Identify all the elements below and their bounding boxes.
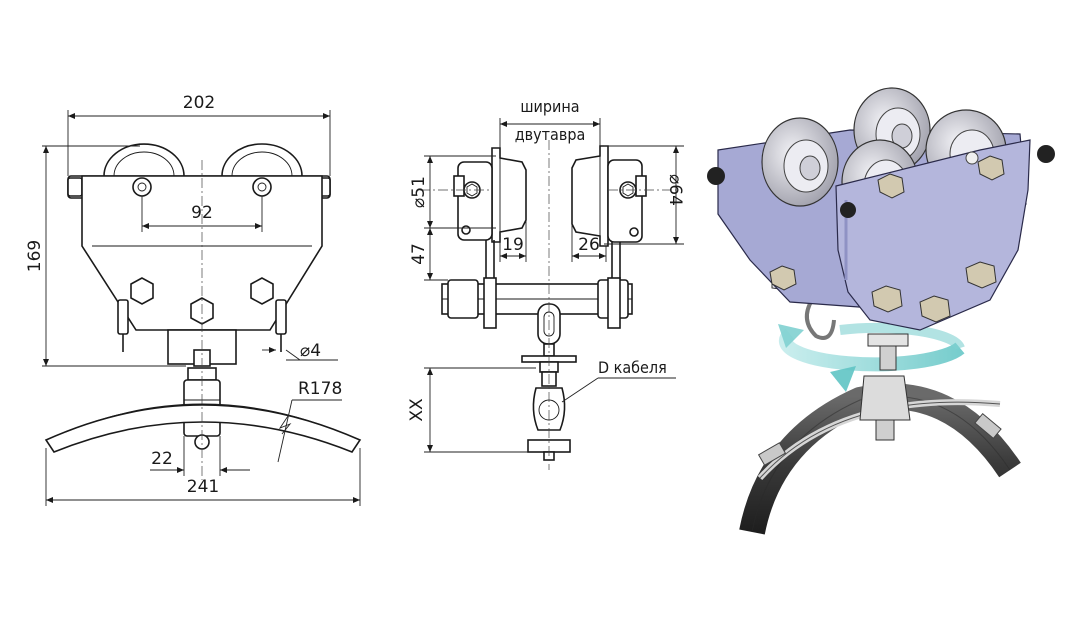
front-view: 202 169 92 ⌀4 R178 [25,93,362,506]
side-plate-left [453,161,493,241]
dim-169-label: 169 [25,240,45,272]
dim-pin-diameter-label: ⌀4 [300,341,321,361]
dim-beam-width-line2: двутавра [515,125,586,144]
dim-xx-label: XX [407,398,427,422]
front-wheel-right [221,143,303,177]
side-wheel-right [571,145,609,247]
iso-center-clamp [859,375,911,421]
iso-band-left [757,442,787,466]
dim-r178: R178 [277,379,342,463]
dim-wheel-64-label: ⌀64 [665,174,685,206]
iso-swivel [867,333,909,347]
side-wheel-left [491,147,527,243]
side-plate-right [607,159,647,243]
dim-26: 26 [571,224,607,262]
dim-202: 202 [67,93,331,176]
iso-view [707,87,1055,535]
dim-22-label: 22 [151,449,173,469]
iso-band-right [974,412,1002,440]
front-axle-end-left [67,177,83,197]
front-hex-nut-left [130,277,154,305]
front-hex-nut-right [250,277,274,305]
iso-cap-right [1037,145,1055,163]
dim-47: 47 [409,228,448,281]
front-axle-bolt-right [252,177,272,197]
dim-r178-label: R178 [298,379,342,399]
dim-241: 241 [45,448,361,506]
dim-26-label: 26 [578,235,600,255]
iso-wheel-back-left [761,117,839,207]
dim-92-label: 92 [191,203,213,223]
front-cable-saddle [44,404,362,453]
dim-19: 19 [499,220,527,262]
iso-cap-front [840,202,856,218]
dim-cable-diameter: D кабеля [561,358,676,403]
front-pin-left [117,299,129,352]
dim-92: 92 [141,196,263,232]
dim-beam-width: ширина двутавра [499,97,601,148]
front-wheel-left [103,143,185,177]
iso-shackle [804,298,836,340]
dim-202-label: 202 [183,93,215,113]
side-view: ширина двутавра ⌀51 47 ⌀64 19 [407,97,685,470]
front-axle-bolt-left [132,177,152,197]
dim-19-label: 19 [502,235,524,255]
dim-pin-diameter: ⌀4 [262,341,338,361]
iso-rotation-arrow [778,322,965,392]
dim-wheel-64: ⌀64 [604,145,685,245]
side-cross-bar [441,277,633,329]
iso-cap-left [707,167,725,185]
dim-cable-diameter-label: D кабеля [598,358,667,377]
front-pin-right [275,299,287,352]
dim-169: 169 [25,145,186,367]
dim-47-label: 47 [409,243,429,265]
dim-wheel-51: ⌀51 [409,155,496,229]
iso-bolts [769,151,1005,323]
dim-wheel-51-label: ⌀51 [409,176,429,208]
dim-beam-width-line1: ширина [520,97,579,116]
dim-xx: XX [407,367,536,453]
dim-22: 22 [150,436,250,476]
dim-241-label: 241 [187,477,219,497]
